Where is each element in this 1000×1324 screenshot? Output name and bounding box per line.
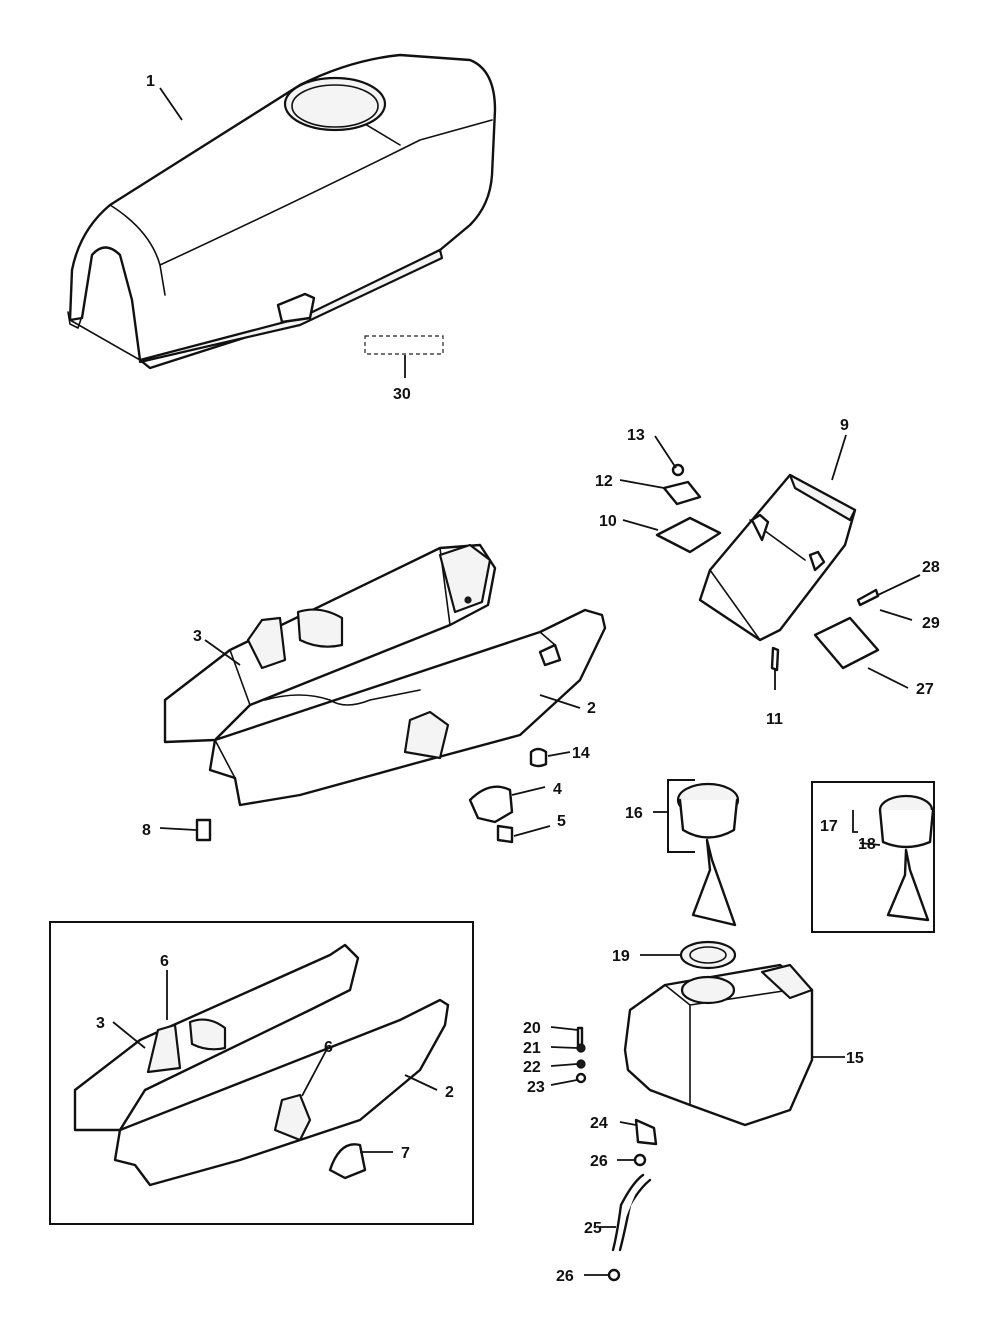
fuel-cap-16 — [667, 779, 740, 927]
callout-17: 17 — [820, 818, 838, 835]
callout-24: 24 — [590, 1115, 608, 1132]
callout-18: 18 — [858, 836, 876, 853]
callout-26b: 26 — [556, 1268, 574, 1285]
callout-26a: 26 — [590, 1153, 608, 1170]
top-cowl — [67, 53, 497, 370]
callout-13: 13 — [627, 427, 645, 444]
callout-21: 21 — [523, 1040, 541, 1057]
bracket-assembly — [655, 463, 880, 672]
fuel-tank — [575, 940, 814, 1282]
callout-2b: 2 — [445, 1084, 454, 1101]
leader-lines — [112, 87, 921, 1276]
bottom-cowl — [163, 543, 607, 807]
callout-3: 3 — [193, 628, 202, 645]
alternate-bottom-cowl — [73, 943, 450, 1187]
callout-25: 25 — [584, 1220, 602, 1237]
callout-5: 5 — [557, 813, 566, 830]
callout-6a: 6 — [160, 953, 169, 970]
alternate-cowl-box — [49, 921, 474, 1225]
callout-20: 20 — [523, 1020, 541, 1037]
callout-28: 28 — [922, 559, 940, 576]
alternate-cap-box — [811, 781, 935, 933]
callout-10: 10 — [599, 513, 617, 530]
callout-15: 15 — [846, 1050, 864, 1067]
callout-22: 22 — [523, 1059, 541, 1076]
callout-23: 23 — [527, 1079, 545, 1096]
callout-labels: 1 30 13 9 12 10 28 29 27 11 3 2 14 4 5 8… — [96, 73, 940, 1285]
callout-9: 9 — [840, 417, 849, 434]
callout-4: 4 — [553, 781, 562, 798]
callout-7: 7 — [401, 1145, 410, 1162]
callout-11: 11 — [766, 711, 783, 728]
decal-outline — [364, 335, 444, 355]
fuel-cap-17-18 — [852, 794, 935, 922]
callout-27: 27 — [916, 681, 934, 698]
callout-19: 19 — [612, 948, 630, 965]
callout-1: 1 — [146, 73, 155, 90]
callout-8: 8 — [142, 822, 151, 839]
callout-3b: 3 — [96, 1015, 105, 1032]
callout-12: 12 — [595, 473, 613, 490]
callout-30: 30 — [393, 386, 411, 403]
callout-14: 14 — [572, 745, 590, 762]
callout-29: 29 — [922, 615, 940, 632]
callout-2: 2 — [587, 700, 596, 717]
callout-6b: 6 — [324, 1039, 333, 1056]
bottom-cowl-fasteners — [195, 747, 548, 844]
callout-16: 16 — [625, 805, 643, 822]
